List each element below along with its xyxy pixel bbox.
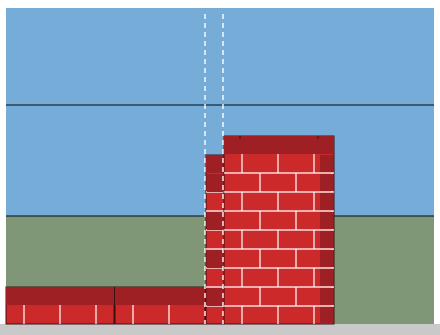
tall-tower-edge-brick <box>320 174 333 191</box>
narrow-column-dark-brick <box>207 174 223 192</box>
floor-strip <box>0 324 440 335</box>
tall-tower-edge-brick <box>320 250 333 267</box>
tall-tower <box>223 135 335 325</box>
tall-tower-edge-brick <box>320 193 333 210</box>
tall-tower-edge-brick <box>320 212 333 229</box>
tall-tower-edge-brick <box>320 288 333 305</box>
brick-structures <box>5 135 335 325</box>
narrow-column-dark-brick <box>207 250 223 268</box>
low-wall-segment-right-cap <box>115 287 205 305</box>
tall-tower-edge-brick <box>320 307 333 324</box>
low-wall-segment-left <box>5 286 115 325</box>
narrow-column-cap <box>206 155 224 173</box>
low-wall-segment-left-cap <box>6 287 114 305</box>
tall-tower-edge-brick <box>320 155 333 172</box>
tall-tower-cap <box>224 136 334 154</box>
tall-tower-edge-brick <box>320 269 333 286</box>
tall-tower-edge-brick <box>320 231 333 248</box>
low-wall-segment-right <box>114 286 206 325</box>
narrow-column-dark-brick <box>207 212 223 230</box>
narrow-column-dark-brick <box>207 288 223 306</box>
